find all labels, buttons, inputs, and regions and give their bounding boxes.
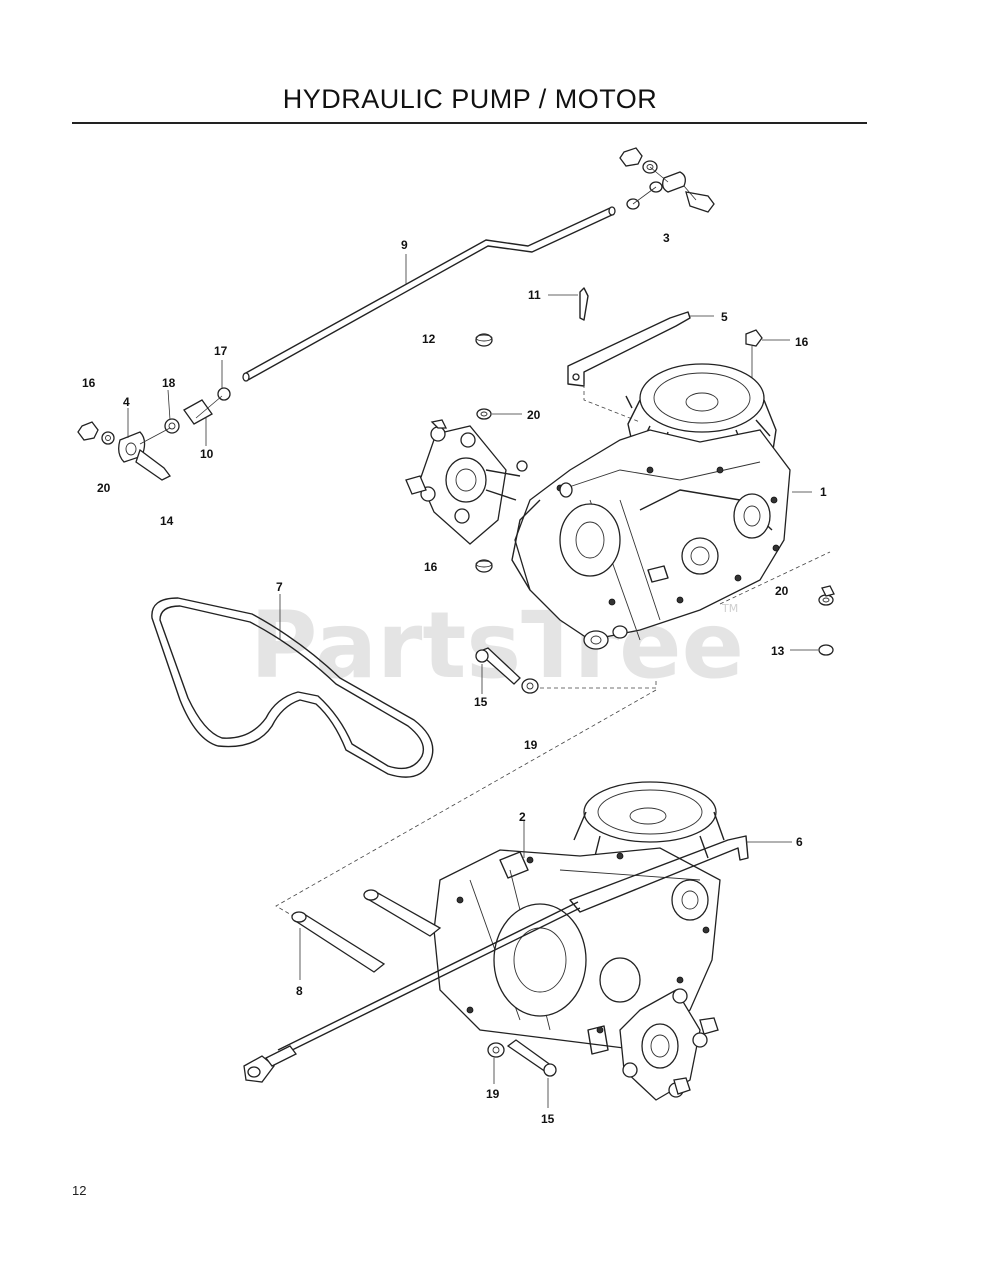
callout-10: 10 bbox=[200, 447, 214, 461]
callout-12: 12 bbox=[422, 332, 436, 346]
left-hardware-group bbox=[77, 360, 231, 481]
part-6-bracket bbox=[569, 835, 792, 913]
callout-5: 5 bbox=[721, 310, 728, 324]
callout-15-lower: 15 bbox=[541, 1112, 555, 1126]
upper-bolt-washer bbox=[475, 647, 657, 694]
callout-20-center: 20 bbox=[527, 408, 541, 422]
callout-14: 14 bbox=[160, 514, 174, 528]
right-small-parts bbox=[790, 585, 835, 656]
watermark-trademark: TM bbox=[721, 602, 738, 615]
callout-2: 2 bbox=[519, 810, 526, 824]
callout-19-upper: 19 bbox=[524, 738, 538, 752]
part-3-hardware bbox=[619, 147, 715, 213]
callout-9: 9 bbox=[401, 238, 408, 252]
lower-bolt-washer bbox=[487, 1039, 557, 1108]
callout-19-lower: 19 bbox=[486, 1087, 500, 1101]
callout-17: 17 bbox=[214, 344, 228, 358]
callout-16-right: 16 bbox=[795, 335, 809, 349]
callout-20-right: 20 bbox=[775, 584, 789, 598]
part-8-tube bbox=[291, 889, 442, 980]
title-rule bbox=[72, 122, 867, 124]
part-11-part-5-brackets bbox=[548, 287, 714, 423]
center-small-parts bbox=[475, 329, 790, 573]
page-number: 12 bbox=[72, 1183, 87, 1198]
callout-11: 11 bbox=[528, 288, 541, 302]
callout-20-left: 20 bbox=[97, 481, 111, 495]
callout-7: 7 bbox=[276, 580, 283, 594]
page-title: HYDRAULIC PUMP / MOTOR bbox=[282, 84, 658, 114]
part-7-belt bbox=[151, 594, 434, 778]
part-9-rod bbox=[242, 206, 616, 382]
callout-13: 13 bbox=[771, 644, 785, 658]
callout-16-left: 16 bbox=[82, 376, 96, 390]
callout-16-center: 16 bbox=[424, 560, 438, 574]
callout-18: 18 bbox=[162, 376, 176, 390]
callout-4: 4 bbox=[123, 395, 130, 409]
part-1-upper-transaxle bbox=[405, 363, 831, 650]
callout-8: 8 bbox=[296, 984, 303, 998]
part-2-lower-transaxle bbox=[433, 781, 725, 1101]
callout-1: 1 bbox=[820, 485, 827, 499]
lower-control-rod bbox=[243, 901, 581, 1083]
callout-6: 6 bbox=[796, 835, 803, 849]
callout-3: 3 bbox=[663, 231, 670, 245]
callout-15-upper: 15 bbox=[474, 695, 488, 709]
